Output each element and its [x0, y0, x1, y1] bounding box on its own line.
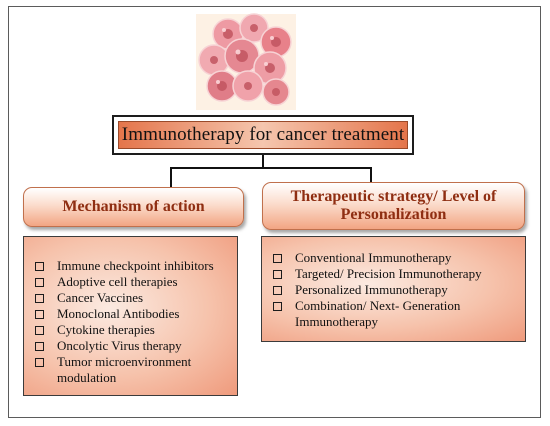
strategy-heading: Therapeutic strategy/ Level of Personali… [262, 182, 525, 230]
list-item-label: Conventional Immunotherapy [295, 250, 452, 265]
title-box: Immunotherapy for cancer treatment [112, 115, 414, 155]
list-item-label: Personalized Immunotherapy [295, 282, 448, 297]
list-item: Cytokine therapies [33, 322, 237, 338]
diagram-title: Immunotherapy for cancer treatment [118, 121, 408, 149]
list-item-label: Cancer Vaccines [57, 290, 144, 305]
mechanism-heading: Mechanism of action [23, 187, 244, 227]
figure-frame [8, 6, 541, 418]
list-item-label: Adoptive cell therapies [57, 274, 178, 289]
cancer-cells-icon [196, 13, 296, 110]
checkbox-bullet-icon [35, 278, 44, 287]
checkbox-bullet-icon [35, 358, 44, 367]
list-item: Oncolytic Virus therapy [33, 338, 237, 354]
list-item-label: Oncolytic Virus therapy [57, 338, 182, 353]
list-item: Conventional Immunotherapy [271, 250, 525, 266]
list-item: Targeted/ Precision Immunotherapy [271, 266, 525, 282]
checkbox-bullet-icon [273, 302, 282, 311]
list-item: Cancer Vaccines [33, 290, 237, 306]
list-item-label: Immune checkpoint inhibitors [57, 258, 214, 273]
checkbox-bullet-icon [35, 342, 44, 351]
list-item-label: Monoclonal Antibodies [57, 306, 180, 321]
list-item: Immune checkpoint inhibitors [33, 258, 237, 274]
list-item: Tumor microenvironment modulation [33, 354, 237, 386]
checkbox-bullet-icon [273, 270, 282, 279]
list-item: Monoclonal Antibodies [33, 306, 237, 322]
list-item-label: Targeted/ Precision Immunotherapy [295, 266, 482, 281]
list-item-label: Cytokine therapies [57, 322, 155, 337]
list-item: Combination/ Next- Generation Immunother… [271, 298, 525, 330]
list-item: Personalized Immunotherapy [271, 282, 525, 298]
list-item-label: Tumor microenvironment modulation [57, 354, 192, 385]
checkbox-bullet-icon [273, 286, 282, 295]
checkbox-bullet-icon [35, 310, 44, 319]
checkbox-bullet-icon [35, 326, 44, 335]
list-item-label: Combination/ Next- Generation Immunother… [295, 298, 461, 329]
checkbox-bullet-icon [35, 294, 44, 303]
checkbox-bullet-icon [273, 254, 282, 263]
list-item: Adoptive cell therapies [33, 274, 237, 290]
checkbox-bullet-icon [35, 262, 44, 271]
